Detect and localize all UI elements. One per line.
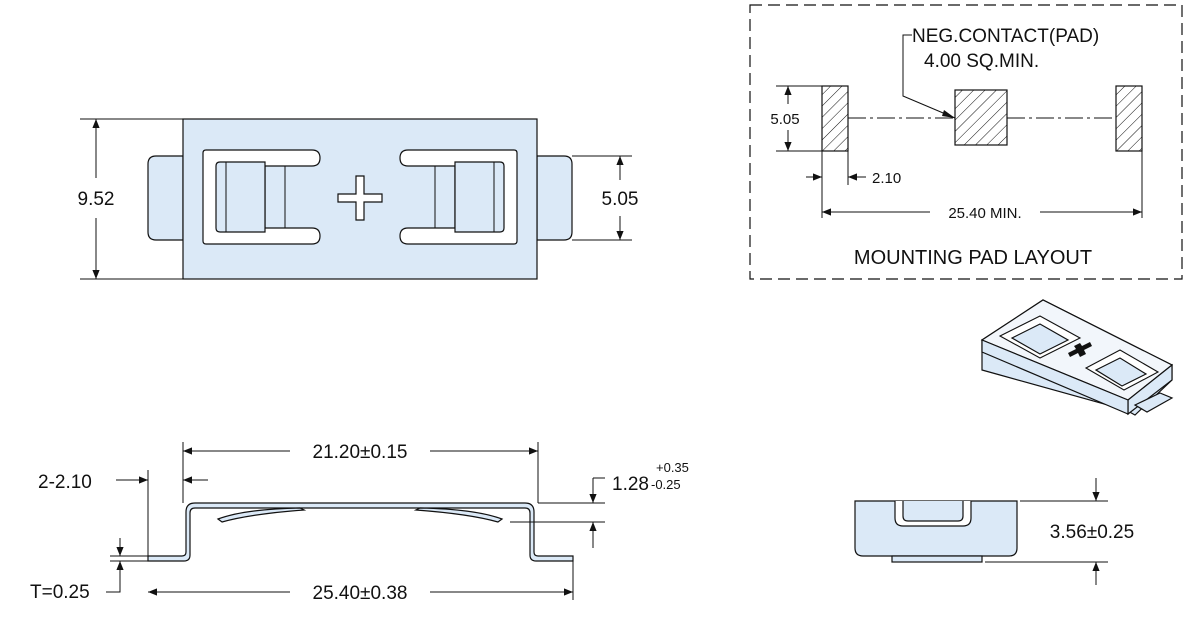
right-contact-spring (413, 507, 504, 523)
end-view: 3.56±0.25 (854, 478, 1134, 585)
neg-contact-size-label: 4.00 SQ.MIN. (924, 51, 1039, 72)
right-tab (536, 155, 573, 241)
side-profile (147, 502, 574, 562)
neg-contact-label: NEG.CONTACT(PAD) (912, 26, 1099, 47)
pad-span-label: 25.40 MIN. (948, 205, 1021, 222)
thickness-label: T=0.25 (30, 582, 90, 603)
pad-layout-frame (749, 4, 1183, 280)
height-dim-label: 9.52 (78, 189, 115, 210)
contact-tol-minus: -0.25 (651, 477, 681, 492)
contact-tol-plus: +0.35 (656, 460, 689, 475)
left-contact-spring (216, 507, 307, 523)
outer-width-label: 25.40±0.38 (313, 583, 408, 604)
side-view: 21.20±0.15 2-2.10 T=0.25 25.40±0.38 1.28… (30, 442, 689, 604)
right-pad (1115, 85, 1143, 152)
neg-contact-pad (954, 89, 1008, 146)
left-spring-contact (215, 161, 266, 233)
pad-height-label: 5.05 (770, 111, 799, 128)
left-pad (821, 85, 849, 152)
neg-contact-leader (902, 34, 956, 119)
pad-layout-title: MOUNTING PAD LAYOUT (854, 247, 1092, 269)
top-view: 9.52 5.05 (78, 118, 639, 280)
isometric-view (980, 299, 1174, 416)
left-tab (147, 155, 184, 241)
inner-width-label: 21.20±0.15 (313, 442, 408, 463)
mounting-pad-layout: NEG.CONTACT(PAD) 4.00 SQ.MIN. 5.05 2.10 … (749, 4, 1183, 280)
end-height-label: 3.56±0.25 (1050, 522, 1134, 543)
tab-width-dim-label: 5.05 (602, 189, 639, 210)
pad-width-label: 2.10 (872, 170, 901, 187)
right-spring-contact (454, 161, 505, 233)
plus-sign-icon (337, 175, 383, 221)
contact-height-label: 1.28 (612, 474, 649, 495)
leg-width-label: 2-2.10 (38, 472, 92, 493)
